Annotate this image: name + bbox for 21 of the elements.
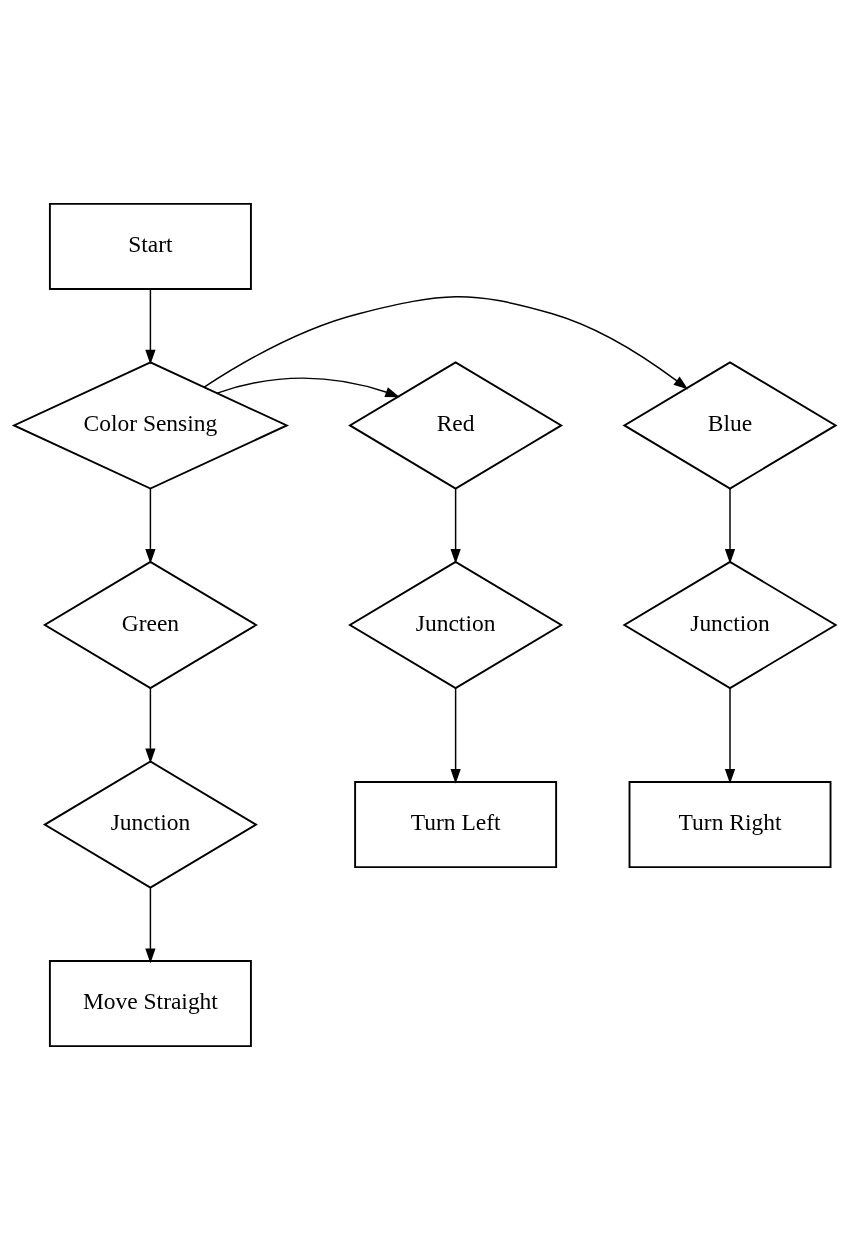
arrow [145, 487, 156, 564]
node-diamond: Red [348, 360, 564, 490]
node-diamond: Color Sensing [11, 360, 290, 490]
arrow [724, 487, 736, 564]
node-box: Turn Right [628, 780, 832, 868]
arrow [450, 686, 461, 784]
node-box: Move Straight [48, 959, 252, 1047]
node-diamond: Junction [42, 759, 258, 889]
arrow [203, 295, 689, 390]
node-diamond: Junction [348, 560, 564, 689]
arrow [450, 487, 461, 564]
node-diamond: Junction [622, 560, 838, 689]
arrow [216, 376, 400, 397]
arrow [145, 686, 156, 763]
node-diamond: Blue [622, 360, 838, 490]
arrow [145, 287, 156, 364]
arrow [145, 886, 156, 963]
node-box: Turn Left [354, 780, 558, 868]
arrow [724, 686, 736, 784]
node-box: Start [48, 202, 252, 290]
node-diamond: Green [42, 560, 258, 689]
